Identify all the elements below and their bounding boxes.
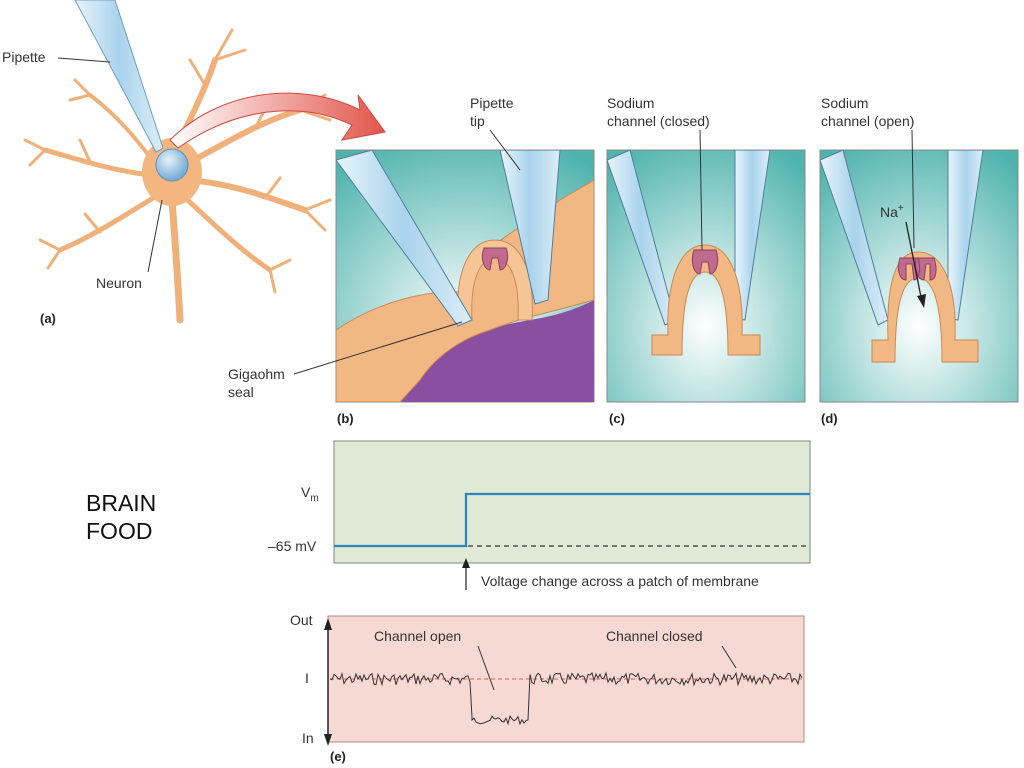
- voltage-plot: Vm –65 mV Voltage change across a patch …: [268, 440, 811, 590]
- in-label: In: [302, 730, 314, 746]
- transfer-arrow: [169, 92, 386, 149]
- axis-arrow-up: [324, 618, 332, 630]
- current-i-label: I: [305, 670, 309, 686]
- voltage-caption: Voltage change across a patch of membran…: [481, 573, 759, 589]
- neuron-label: Neuron: [96, 275, 142, 291]
- panel-a-label: (a): [40, 311, 56, 326]
- sodium-open-label: Sodium channel (open): [821, 95, 914, 129]
- pipette-shape: [74, 0, 164, 153]
- current-trace: [329, 671, 803, 726]
- rest-potential-label: –65 mV: [268, 538, 317, 554]
- membrane-patch-c: [651, 244, 761, 356]
- sodium-closed-label: Sodium channel (closed): [607, 95, 710, 129]
- na-ion-arrow: [905, 221, 923, 303]
- channel-c-closed: [691, 249, 719, 275]
- pipette-label: Pipette: [2, 49, 46, 65]
- brain-food-line2: FOOD: [86, 518, 153, 544]
- panel-b: Pipette tip Gigaohm seal (b): [228, 95, 595, 426]
- pipette-left-wall: [336, 150, 473, 327]
- out-label: Out: [290, 612, 313, 628]
- channel-open-label: Channel open: [374, 628, 461, 644]
- pipette-d-right: [947, 150, 984, 321]
- brain-food-text: BRAIN FOOD: [86, 489, 156, 545]
- na-arrowhead: [917, 294, 926, 308]
- current-plot: Out I In Channel open Channel closed (e): [290, 612, 805, 764]
- panel-d: Na+ Sodium channel (open) (d): [819, 95, 1019, 426]
- vm-label: Vm: [301, 484, 319, 504]
- axis-arrow-down: [324, 734, 332, 746]
- neuron-nucleus: [155, 148, 189, 182]
- gigaohm-seal-label: Gigaohm seal: [228, 366, 289, 400]
- pipette-tip-label: Pipette tip: [470, 95, 517, 129]
- panel-e-label: (e): [330, 749, 346, 764]
- voltage-plot-bg: [333, 440, 811, 564]
- panel-b-label: (b): [337, 411, 354, 426]
- panel-d-label: (d): [821, 411, 838, 426]
- pipette-c-right: [734, 150, 771, 321]
- panel-c: Sodium channel (closed) (c): [606, 95, 806, 426]
- panel-a-neuron: Pipette Neuron (a): [2, 0, 386, 326]
- channel-closed-label: Channel closed: [606, 628, 703, 644]
- channel-b: [481, 247, 509, 271]
- cell-body-purple: [380, 300, 594, 402]
- na-ion-label: Na+: [880, 203, 904, 220]
- brain-food-line1: BRAIN: [86, 490, 157, 516]
- pipette-right-wall: [499, 150, 561, 305]
- step-marker-arrowhead: [462, 558, 470, 568]
- panel-c-label: (c): [609, 411, 625, 426]
- voltage-trace: [334, 492, 810, 548]
